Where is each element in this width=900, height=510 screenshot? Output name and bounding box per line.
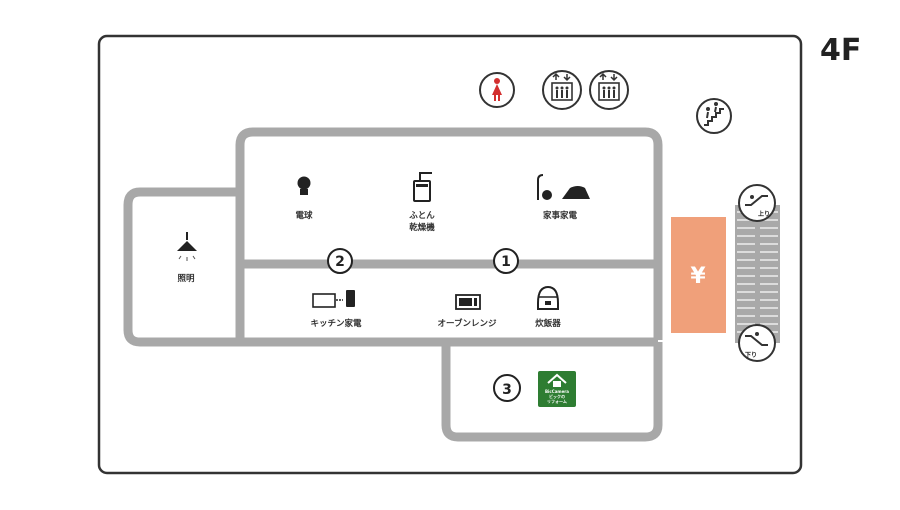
building-outline: [97, 34, 803, 475]
svg-text:1: 1: [501, 254, 511, 270]
floor-label: 4F: [820, 33, 861, 68]
iron-icon: [562, 186, 590, 199]
dept-label-lighting: 照明: [177, 274, 195, 284]
escalator-down-icon: 下り: [738, 324, 776, 362]
escalator-down-label: 下り: [745, 352, 757, 359]
elevator-icon: [589, 70, 629, 110]
escalator-up-icon: 上り: [738, 184, 776, 222]
reform-badge-line3: リフォーム: [547, 399, 567, 404]
reform-badge-line2: ビックの: [549, 393, 565, 399]
vacuum-icon: [537, 174, 552, 200]
rice-cooker-icon: [537, 285, 559, 310]
escalator-up-label: 上り: [758, 210, 770, 218]
kitchen-appliance-icon: [312, 290, 355, 308]
dept-label-rice-cooker: 炊飯器: [535, 318, 561, 329]
svg-text:2: 2: [335, 254, 345, 270]
escalator: [735, 205, 780, 343]
walkways: [123, 127, 663, 442]
dept-label-futon-2: 乾燥機: [409, 222, 435, 233]
svg-text:3: 3: [502, 382, 512, 398]
futon-dryer-icon: [413, 172, 432, 202]
dept-label-futon-1: ふとん: [409, 211, 435, 221]
reform-house-icon: BicCamera ビックの リフォーム: [538, 371, 576, 407]
cashier-symbol: ¥: [690, 264, 706, 289]
dept-label-kitchen: キッチン家電: [310, 318, 362, 329]
dept-label-oven: オーブンレンジ: [438, 318, 497, 329]
aisle-marker-3: 3: [493, 374, 521, 402]
light-bulb-icon: [297, 176, 311, 195]
elevator-icon: [542, 70, 582, 110]
microwave-icon: [455, 294, 481, 310]
reform-badge-line1: BicCamera: [545, 389, 569, 394]
pendant-lamp-icon: [177, 232, 197, 261]
stairs-icon: [696, 98, 732, 134]
cashier-area: [671, 217, 726, 333]
dept-label-bulbs: 電球: [295, 210, 313, 221]
aisle-marker-2: 2: [327, 248, 353, 274]
restroom-women-icon: [479, 72, 515, 108]
dept-label-housework: 家事家電: [543, 210, 578, 221]
aisle-marker-1: 1: [493, 248, 519, 274]
